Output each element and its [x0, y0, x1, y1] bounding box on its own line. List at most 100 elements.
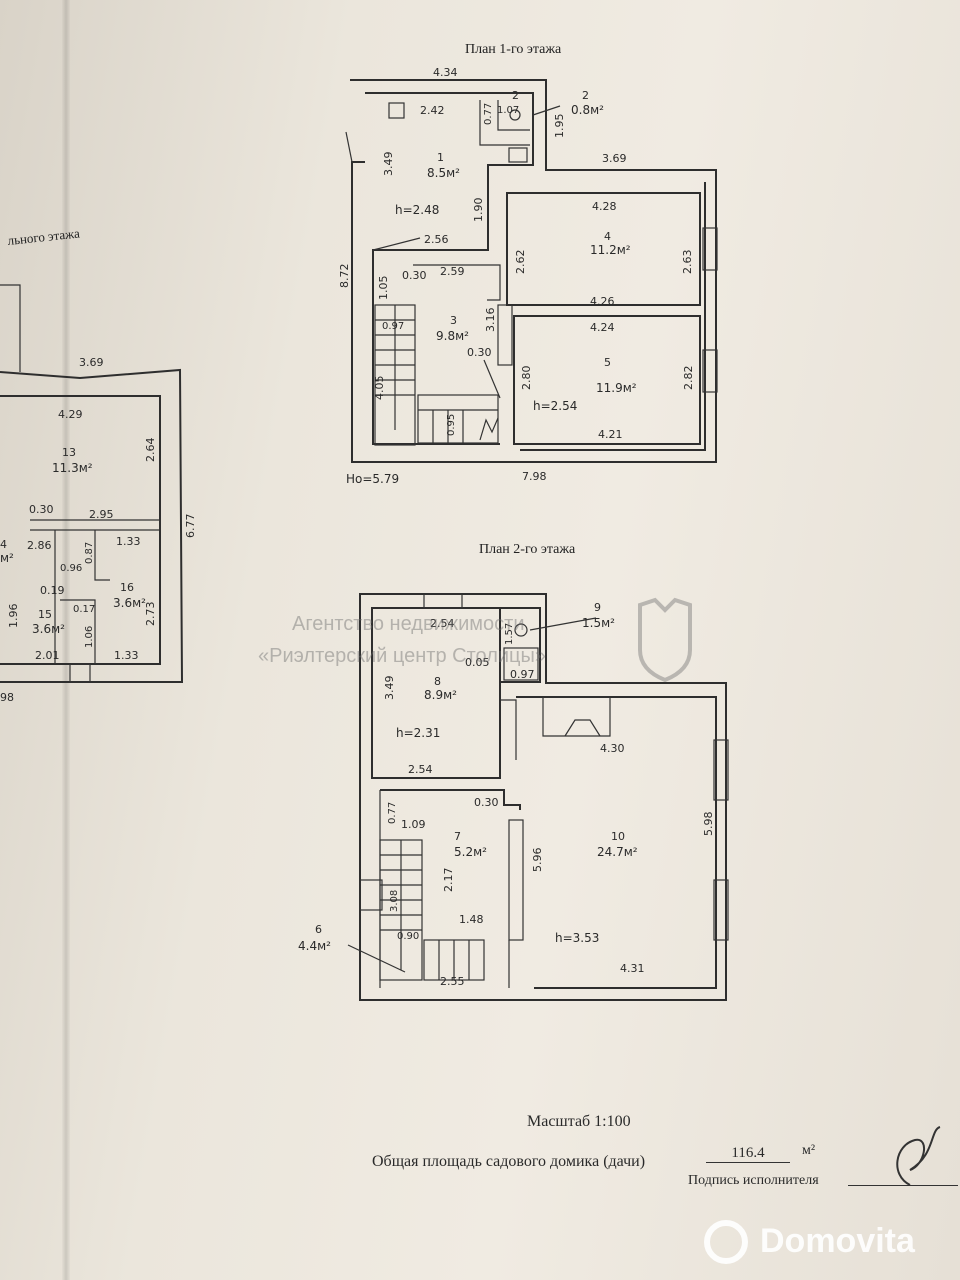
- svg-text:0.30: 0.30: [29, 503, 54, 516]
- basement-title: льного этажа: [7, 225, 81, 248]
- svg-text:1.33: 1.33: [116, 535, 141, 548]
- svg-text:2.01: 2.01: [35, 649, 60, 662]
- room-14-number: 4: [0, 538, 7, 551]
- svg-text:4.21: 4.21: [598, 428, 623, 441]
- room-10-height: h=3.53: [555, 931, 599, 945]
- svg-text:2.80: 2.80: [520, 366, 533, 391]
- svg-text:1.09: 1.09: [401, 818, 426, 831]
- svg-text:2.55: 2.55: [440, 975, 465, 988]
- svg-text:3.69: 3.69: [79, 356, 104, 369]
- room-10-number: 10: [611, 830, 625, 843]
- svg-text:4.05: 4.05: [373, 376, 386, 401]
- room-5-area: 11.9м²: [596, 381, 637, 395]
- svg-text:1.90: 1.90: [472, 198, 485, 223]
- svg-text:2.82: 2.82: [682, 366, 695, 391]
- shield-icon: [638, 597, 692, 683]
- room-14-area: м²: [0, 551, 14, 565]
- svg-text:2.62: 2.62: [514, 250, 527, 275]
- floor2-walls: [347, 593, 729, 1001]
- svg-text:4.28: 4.28: [592, 200, 617, 213]
- svg-text:4.29: 4.29: [58, 408, 83, 421]
- svg-text:1.96: 1.96: [7, 604, 20, 629]
- room-13-area: 11.3м²: [52, 461, 93, 475]
- svg-text:3.49: 3.49: [383, 676, 396, 701]
- agency-watermark: Агентство недвижимости «Риэлтерский цент…: [258, 597, 692, 683]
- scale-label: Масштаб 1:100: [527, 1113, 631, 1130]
- svg-text:2.17: 2.17: [442, 868, 455, 893]
- svg-text:1.05: 1.05: [377, 276, 390, 301]
- room-13-number: 13: [62, 446, 76, 459]
- paper-fold: [62, 0, 70, 1280]
- domovita-logo-text: Domovita: [760, 1222, 915, 1260]
- svg-text:3.69: 3.69: [602, 152, 627, 165]
- signature-line: [848, 1185, 958, 1186]
- room-3-area: 9.8м²: [436, 329, 469, 343]
- floor2-rooms: 9 1.5м² 8 8.9м² h=2.31 7 5.2м² 10 24.7м²…: [298, 601, 638, 953]
- room-15-number: 15: [38, 608, 52, 621]
- svg-text:0.30: 0.30: [402, 269, 427, 282]
- floor1-rooms: 2 2 0.8м² 1 8.5м² h=2.48 4 11.2м² 3 9.8м…: [346, 89, 637, 486]
- svg-text:0.90: 0.90: [397, 931, 419, 942]
- total-area-label: Общая площадь садового домика (дачи): [372, 1153, 646, 1170]
- svg-text:«Риэлтерский центр Столицы»: «Риэлтерский центр Столицы»: [258, 645, 546, 667]
- domovita-logo-icon: [704, 1220, 748, 1264]
- svg-text:0.97: 0.97: [510, 668, 535, 681]
- room-6-number: 6: [315, 923, 322, 936]
- room-7-number: 7: [454, 830, 461, 843]
- room-1-area: 8.5м²: [427, 166, 460, 180]
- svg-text:0.77: 0.77: [387, 802, 398, 824]
- room-5-height: h=2.54: [533, 399, 577, 413]
- svg-text:7.98: 7.98: [522, 470, 547, 483]
- svg-text:1.57: 1.57: [504, 623, 515, 645]
- handwritten-signature: [896, 1126, 941, 1186]
- room-2-number: 2: [512, 89, 519, 102]
- room-1-number: 1: [437, 151, 444, 164]
- svg-text:0.97: 0.97: [382, 321, 404, 332]
- floor1-title: План 1-го этажа: [465, 42, 562, 57]
- svg-text:2.63: 2.63: [681, 250, 694, 275]
- svg-text:2.56: 2.56: [424, 233, 449, 246]
- svg-text:1.33: 1.33: [114, 649, 139, 662]
- floor2-dimensions: 2.54 1.57 0.05 0.97 3.49 4.30 2.54 0.30 …: [383, 617, 715, 988]
- room-10-area: 24.7м²: [597, 845, 638, 859]
- svg-text:4.30: 4.30: [600, 742, 625, 755]
- svg-text:1.48: 1.48: [459, 913, 484, 926]
- room-7-area: 5.2м²: [454, 845, 487, 859]
- floor-plans: План 1-го этажа: [0, 42, 729, 1001]
- room-8-area: 8.9м²: [424, 688, 457, 702]
- svg-text:5.98: 5.98: [702, 812, 715, 837]
- floor1-dimensions: 4.34 2.42 0.77 1.07 1.95 3.69 3.49 1.90 …: [338, 66, 695, 483]
- room-16-area: 3.6м²: [113, 596, 146, 610]
- svg-text:1.07: 1.07: [497, 105, 519, 116]
- floor1-walls: [345, 79, 718, 463]
- room-3-number: 3: [450, 314, 457, 327]
- svg-text:0.87: 0.87: [84, 542, 95, 564]
- basement-rooms: 13 11.3м² 4 м² 15 3.6м² 16 3.6м²: [0, 446, 146, 636]
- room-9-area: 1.5м²: [582, 616, 615, 630]
- svg-text:2.54: 2.54: [430, 617, 455, 630]
- total-area-unit: м²: [802, 1143, 816, 1158]
- svg-text:2.64: 2.64: [144, 438, 157, 463]
- svg-text:1.95: 1.95: [553, 114, 566, 139]
- room-1-height: h=2.48: [395, 203, 439, 217]
- svg-text:4.24: 4.24: [590, 321, 615, 334]
- svg-text:2.73: 2.73: [144, 602, 157, 627]
- room-4-number: 4: [604, 230, 611, 243]
- svg-text:0.05: 0.05: [465, 656, 490, 669]
- floor2-title: План 2-го этажа: [479, 542, 576, 557]
- room-2-area: 0.8м²: [571, 103, 604, 117]
- svg-text:Агентство недвижимости: Агентство недвижимости: [292, 613, 525, 635]
- svg-text:8.72: 8.72: [338, 264, 351, 289]
- svg-text:0.17: 0.17: [73, 604, 95, 615]
- total-area-value: 116.4: [706, 1145, 790, 1163]
- room-2-number: 2: [582, 89, 589, 102]
- svg-text:0.77: 0.77: [483, 103, 494, 125]
- svg-text:5.96: 5.96: [531, 848, 544, 873]
- room-15-area: 3.6м²: [32, 622, 65, 636]
- svg-text:6.77: 6.77: [184, 514, 197, 539]
- room-8-height: h=2.31: [396, 726, 440, 740]
- svg-text:2.54: 2.54: [408, 763, 433, 776]
- room-8-number: 8: [434, 675, 441, 688]
- basement-walls: [0, 284, 184, 683]
- svg-text:3.16: 3.16: [484, 308, 497, 333]
